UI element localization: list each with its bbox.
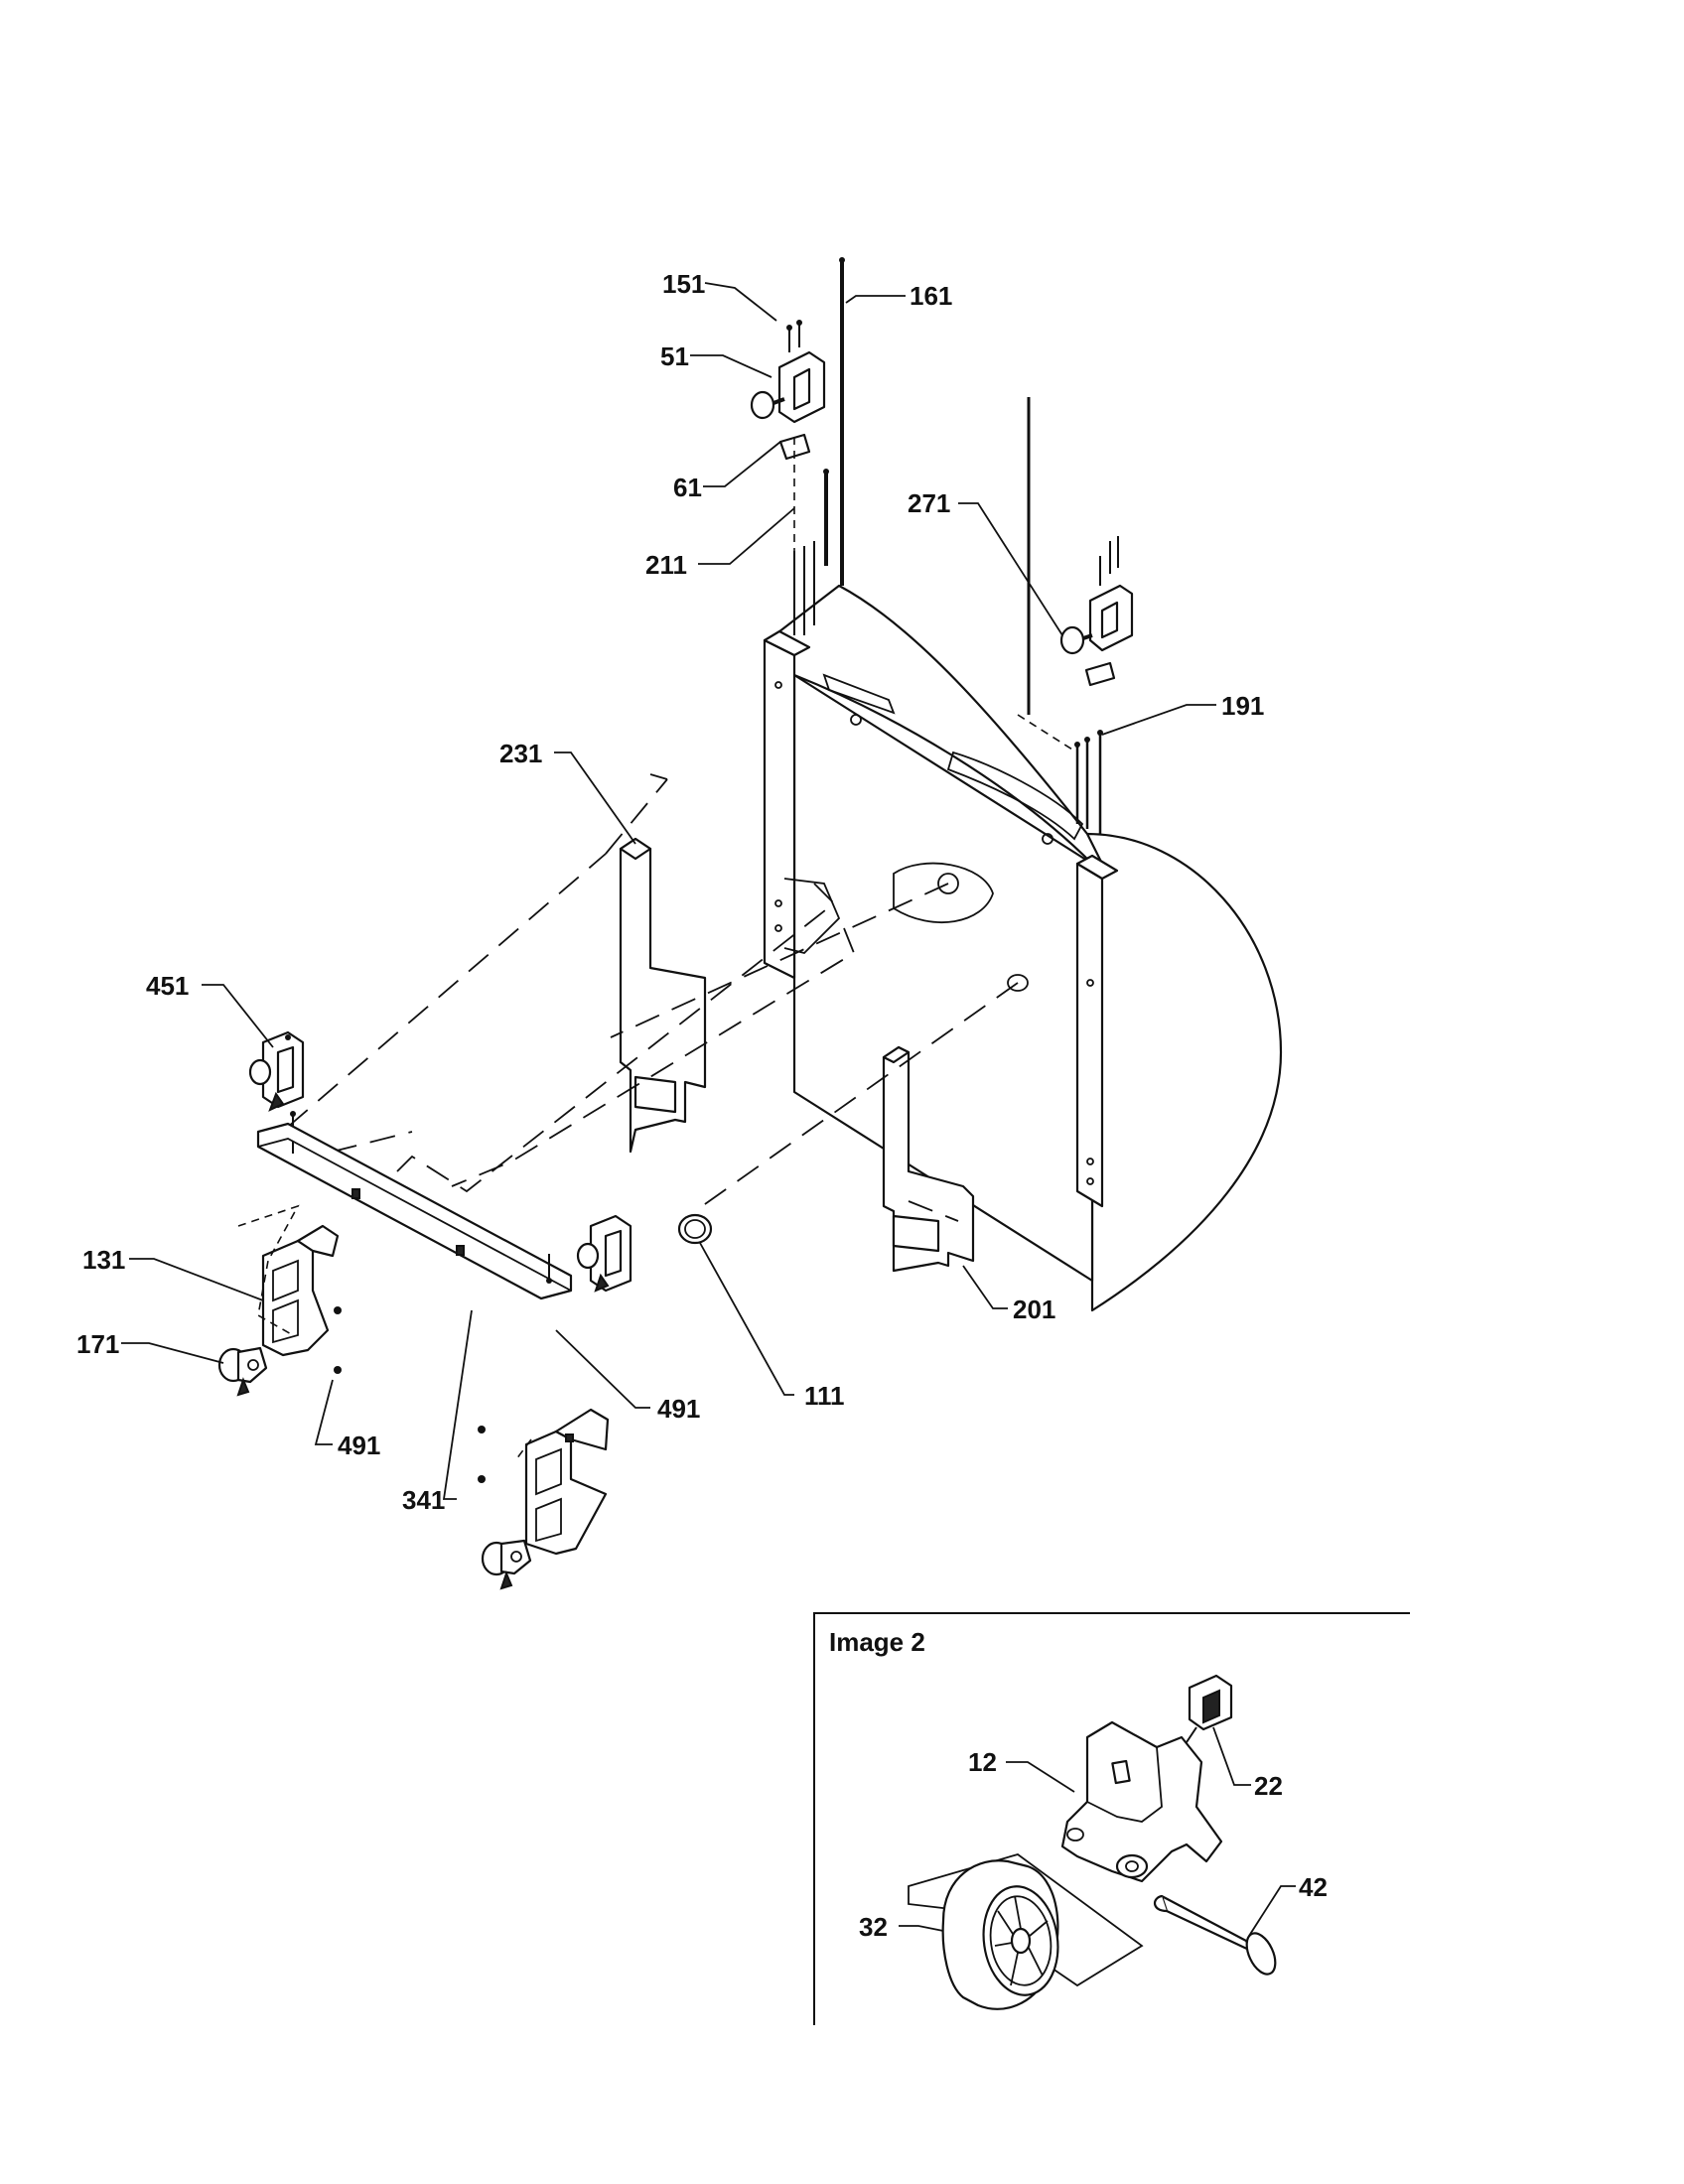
callout-341: 341 — [402, 1485, 445, 1515]
inset-callout-32: 32 — [859, 1912, 888, 1942]
bracket-right — [576, 1214, 632, 1293]
inset-image-2: Image 2 — [813, 1612, 1410, 2025]
inset-title: Image 2 — [829, 1627, 925, 1657]
hinge-bracket-51 — [750, 350, 826, 424]
spacer-201 — [882, 1045, 975, 1273]
spacer-231 — [619, 837, 707, 1154]
callout-231: 231 — [499, 739, 542, 768]
screws-151 — [786, 320, 802, 352]
inset-callout-12: 12 — [968, 1747, 997, 1777]
callout-271: 271 — [908, 488, 950, 518]
caster-right — [481, 1539, 532, 1590]
cabinet-housing — [763, 584, 1283, 1312]
wheel-32 — [941, 1859, 1059, 2010]
bracket-451 — [248, 1030, 305, 1112]
callout-201: 201 — [1013, 1295, 1055, 1324]
callout-151: 151 — [662, 269, 705, 299]
callout-491-left: 491 — [338, 1431, 380, 1460]
inset-callout-22: 22 — [1254, 1771, 1283, 1801]
callout-51: 51 — [660, 341, 689, 371]
callout-171: 171 — [76, 1329, 119, 1359]
callout-111: 111 — [804, 1381, 845, 1411]
callout-191: 191 — [1221, 691, 1264, 721]
screws-191 — [1074, 730, 1103, 834]
clip-22 — [1186, 1674, 1233, 1743]
rail-341 — [256, 1111, 573, 1300]
callout-491-right: 491 — [657, 1394, 700, 1424]
callout-61: 61 — [673, 473, 702, 502]
leaders — [121, 282, 1216, 1500]
foot-bracket-right — [478, 1408, 610, 1556]
plate-61 — [778, 433, 811, 461]
ring-111 — [677, 1213, 713, 1245]
bracket-12 — [1060, 1720, 1223, 1883]
callout-131: 131 — [82, 1245, 125, 1275]
pin-211 — [823, 469, 829, 566]
hinge-bracket-rear — [1059, 536, 1134, 687]
caster-171 — [217, 1346, 268, 1397]
inset-callout-42: 42 — [1299, 1872, 1328, 1902]
rod-161 — [839, 257, 845, 586]
callout-451: 451 — [146, 971, 189, 1001]
screws-upright — [793, 541, 815, 635]
callout-211: 211 — [645, 550, 687, 580]
axle-42 — [1154, 1894, 1277, 1976]
callout-161: 161 — [910, 281, 952, 311]
foot-bracket-131 — [261, 1224, 342, 1374]
